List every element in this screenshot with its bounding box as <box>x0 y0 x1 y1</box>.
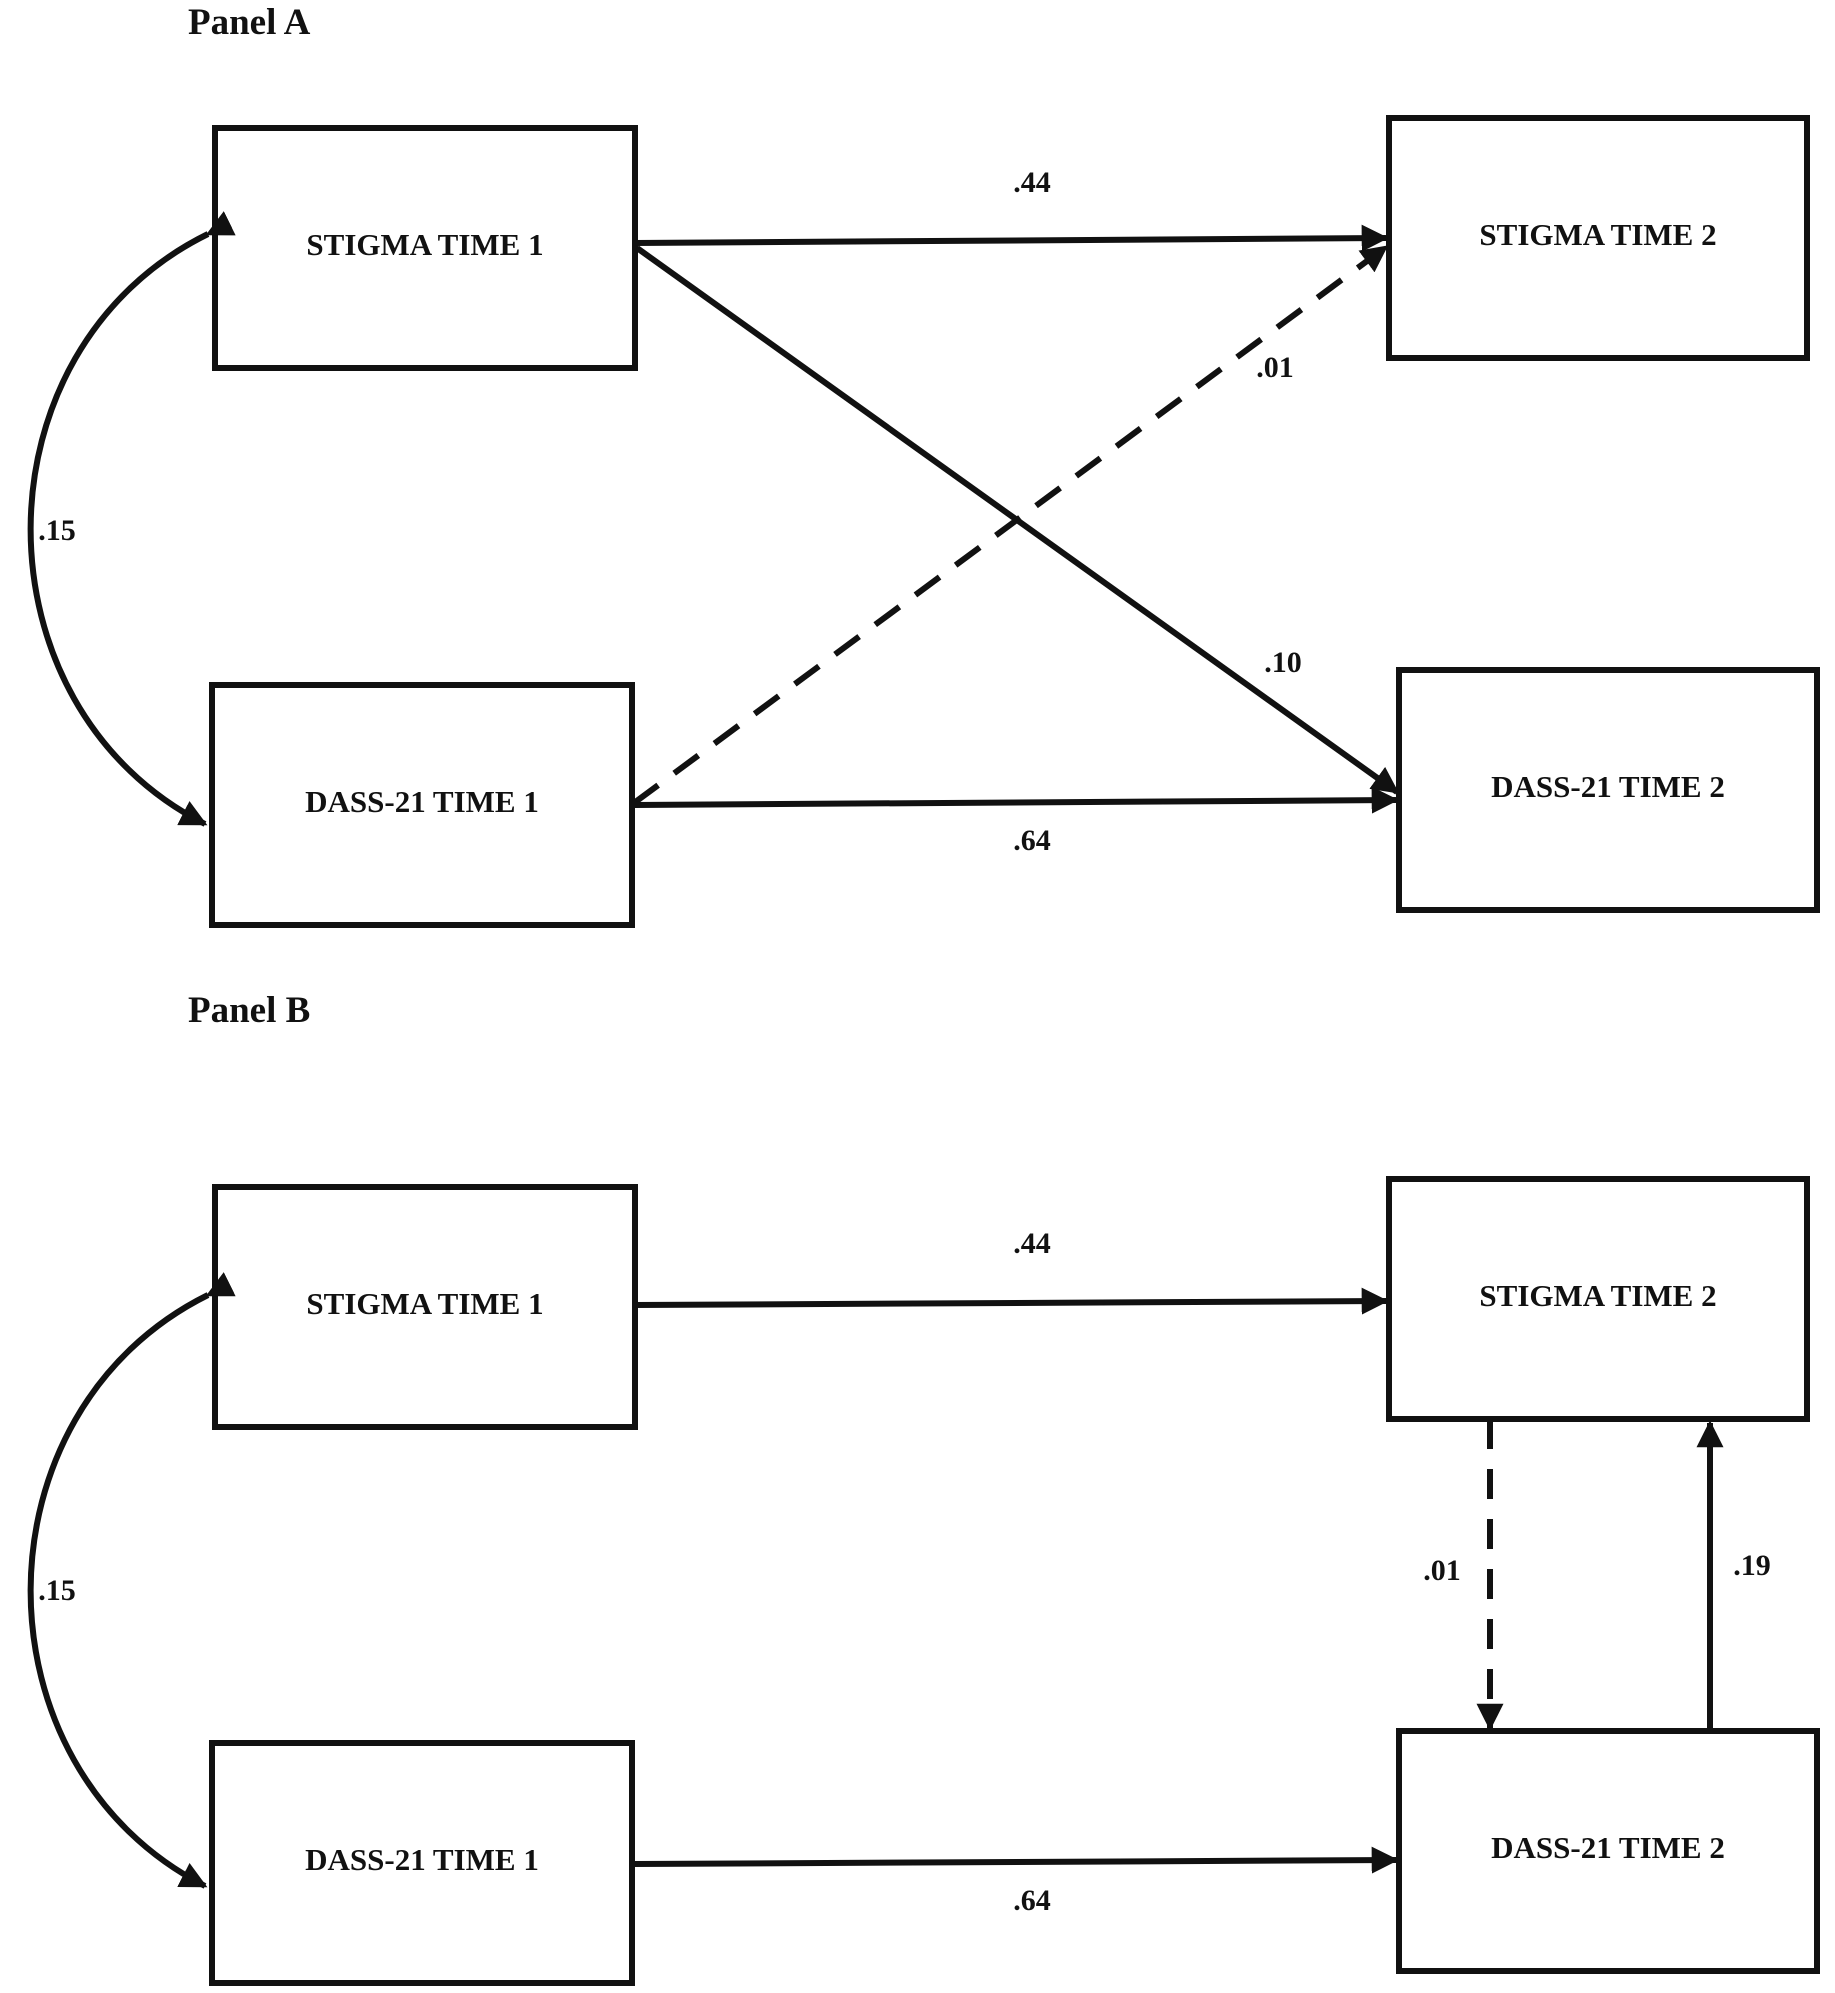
panel-b-stigma-time-2-box <box>1386 1176 1810 1422</box>
panel-a-dass-time-1-box <box>209 682 635 928</box>
panel-b-coef-covariance: .15 <box>38 1574 76 1607</box>
panel-a-coef-dass-t1-to-dass-t2: .64 <box>1013 824 1051 857</box>
panel-b-dass-time-1-label: DASS-21 TIME 1 <box>305 1842 539 1877</box>
panel-b-dass-time-2-label: DASS-21 TIME 2 <box>1491 1830 1725 1865</box>
panel-b-coef-stigma-t2-to-dass-t2: .01 <box>1423 1554 1461 1587</box>
panel-b-node-stigma-time-2: STIGMA TIME 2 <box>1386 1176 1810 1422</box>
panel-b-coef-dass-t2-to-stigma-t2: .19 <box>1733 1549 1771 1582</box>
panel-a-node-stigma-time-2: STIGMA TIME 2 <box>1386 115 1810 361</box>
panel-a-node-stigma-time-1: STIGMA TIME 1 <box>212 125 638 371</box>
panel-a-dass-time-2-label: DASS-21 TIME 2 <box>1491 769 1725 804</box>
panel-a-stigma-time-1-label: STIGMA TIME 1 <box>306 227 543 262</box>
panel-b-title: Panel B <box>188 990 310 1031</box>
panel-b-dass-time-2-box <box>1396 1728 1820 1974</box>
panel-b-path-stigma-t1-to-stigma-t2 <box>634 1287 1389 1315</box>
panel-b-node-stigma-time-1: STIGMA TIME 1 <box>212 1184 638 1430</box>
panel-b-coef-dass-t1-to-dass-t2: .64 <box>1013 1884 1051 1917</box>
panel-b-stigma-time-1-label: STIGMA TIME 1 <box>306 1286 543 1321</box>
panel-a-stigma-time-2-box <box>1386 115 1810 361</box>
panel-b-covariance-arc <box>27 1272 236 1889</box>
panel-b-coef-stigma-t1-to-stigma-t2: .44 <box>1013 1227 1051 1260</box>
panel-a-coef-covariance: .15 <box>38 514 76 547</box>
panel-a-coef-dass-t1-to-stigma-t2: .01 <box>1256 351 1294 384</box>
panel-a-covariance-arc <box>27 211 236 827</box>
panel-a-node-dass-time-2: DASS-21 TIME 2 <box>1396 667 1820 913</box>
panel-a-path-dass-t1-to-dass-t2 <box>631 786 1399 814</box>
panel-a-stigma-time-1-box <box>212 125 638 371</box>
panel-b-path-dass-t1-to-dass-t2 <box>631 1846 1399 1874</box>
panel-a-dass-time-1-label: DASS-21 TIME 1 <box>305 784 539 819</box>
panel-a-path-dass-t1-to-stigma-t2 <box>632 244 1389 806</box>
panel-a: Panel A STIGMA TIME 1 DASS-21 TIME 1 STI… <box>27 2 1820 928</box>
panel-a-coef-stigma-t1-to-stigma-t2: .44 <box>1013 166 1051 199</box>
panel-a-path-stigma-t1-to-stigma-t2 <box>634 224 1389 252</box>
panel-a-title: Panel A <box>188 2 311 43</box>
panel-a-dass-time-2-box <box>1396 667 1820 913</box>
panel-a-stigma-time-2-label: STIGMA TIME 2 <box>1479 217 1716 252</box>
panel-a-coef-stigma-t1-to-dass-t2: .10 <box>1264 646 1302 679</box>
panel-b-stigma-time-1-box <box>212 1184 638 1430</box>
panel-b-stigma-time-2-label: STIGMA TIME 2 <box>1479 1278 1716 1313</box>
panel-b-dass-time-1-box <box>209 1740 635 1986</box>
panel-b-node-dass-time-1: DASS-21 TIME 1 <box>209 1740 635 1986</box>
panel-b-node-dass-time-2: DASS-21 TIME 2 <box>1396 1728 1820 1974</box>
panel-a-node-dass-time-1: DASS-21 TIME 1 <box>209 682 635 928</box>
panel-b: Panel B STIGMA TIME 1 DASS-21 TIME 1 STI… <box>27 990 1820 1986</box>
